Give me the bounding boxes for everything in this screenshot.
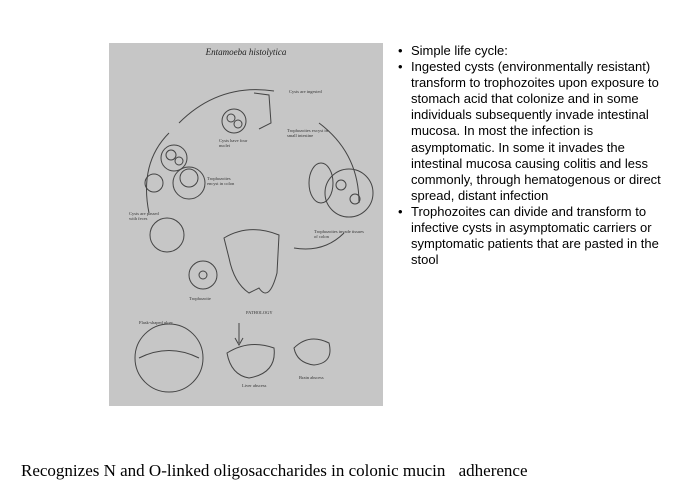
figure-title: Entamoeba histolytica — [205, 47, 287, 57]
encysting-trophozoite-circle — [172, 166, 206, 200]
life-cycle-illustration — [134, 89, 374, 393]
trophozoite-circle — [188, 260, 218, 290]
bullet-symbol: • — [398, 43, 403, 58]
cycle-arrow-right — [318, 122, 360, 204]
label-trophozoites-invade: Trophozoites invade tissues of colon — [314, 229, 364, 239]
slide-caption: Recognizes N and O-linked oligosaccharid… — [21, 461, 528, 480]
label-pathology: PATHOLOGY — [246, 310, 273, 315]
bullet-list: • Simple life cycle: • Ingested cysts (e… — [398, 43, 668, 268]
label-cysts-passed: Cysts are passed with feces — [129, 211, 159, 221]
brain-sketch — [293, 338, 331, 366]
bullet-item: • Trophozoites can divide and transform … — [398, 204, 668, 268]
cyst-circle — [160, 144, 188, 172]
cycle-arrow-top — [178, 89, 275, 124]
passed-cyst-circle — [149, 217, 185, 253]
label-liver-abscess: Liver abscess — [242, 383, 267, 388]
liver-sketch — [226, 343, 275, 379]
flask-ulcer-circle — [134, 323, 204, 393]
bullet-text: Simple life cycle: — [411, 43, 508, 58]
label-flask-ulcer: Flask-shaped ulcer — [139, 320, 173, 325]
invading-trophozoite-circle — [324, 168, 374, 218]
label-trophozoites-encyst: Trophozoites encyst in colon — [207, 176, 235, 186]
label-cysts-four-nuclei: Cysts have four nuclei — [219, 138, 248, 148]
bullet-symbol: • — [398, 203, 403, 219]
label-cysts-ingested: Cysts are ingested — [289, 89, 322, 94]
small-intestine-sketch — [308, 162, 334, 204]
label-trophozoite: Trophozoite — [189, 296, 211, 301]
mouth-sketch — [253, 92, 272, 130]
label-trophozoites-excyst: Trophozoites excyst in small intestine — [287, 128, 328, 138]
cycle-arrow-bottom — [293, 232, 345, 250]
bullet-text: Ingested cysts (environmentally resistan… — [411, 59, 661, 203]
bullet-item: • Simple life cycle: — [398, 43, 668, 59]
bullet-symbol: • — [398, 59, 403, 75]
bullet-text: Trophozoites can divide and transform to… — [411, 203, 659, 268]
cycle-arrow-left — [146, 132, 170, 214]
bullet-item: • Ingested cysts (environmentally resist… — [398, 59, 668, 204]
life-cycle-figure: Entamoeba histolytica Cysts are ingested… — [109, 43, 383, 406]
cyst-circle — [221, 108, 247, 134]
label-brain-abscess: Brain abscess — [299, 375, 324, 380]
colon-sketch — [223, 229, 280, 294]
